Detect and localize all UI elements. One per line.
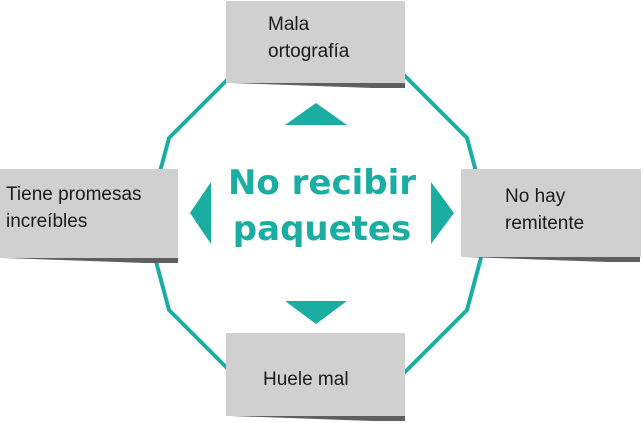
- box-right-line2: remitente: [505, 213, 585, 234]
- box-top-label: Mala ortografía: [268, 11, 349, 65]
- box-top: [226, 1, 405, 88]
- box-bottom-line1: Huele mal: [263, 369, 349, 390]
- center-title-line1: No recibir: [227, 163, 417, 203]
- arrow-right-icon: [431, 182, 454, 244]
- center-title-line2: paquetes: [232, 209, 412, 249]
- arrow-left-icon: [190, 182, 211, 244]
- box-left-label: Tiene promesas increíbles: [6, 181, 142, 235]
- box-right: [461, 169, 641, 262]
- box-left-line2: increíbles: [6, 211, 88, 232]
- box-left-line1: Tiene promesas: [6, 184, 142, 205]
- arrow-down-icon: [285, 301, 347, 324]
- box-bottom-label: Huele mal: [263, 366, 349, 393]
- box-right-label: No hay remitente: [505, 183, 584, 237]
- box-top-line1: Mala: [268, 14, 310, 35]
- box-right-line1: No hay: [505, 186, 566, 207]
- box-bottom: [226, 333, 405, 421]
- center-title: No recibir paquetes: [200, 160, 444, 252]
- arrow-up-icon: [285, 103, 347, 125]
- box-left: [0, 169, 178, 263]
- box-top-line2: ortografía: [268, 41, 350, 62]
